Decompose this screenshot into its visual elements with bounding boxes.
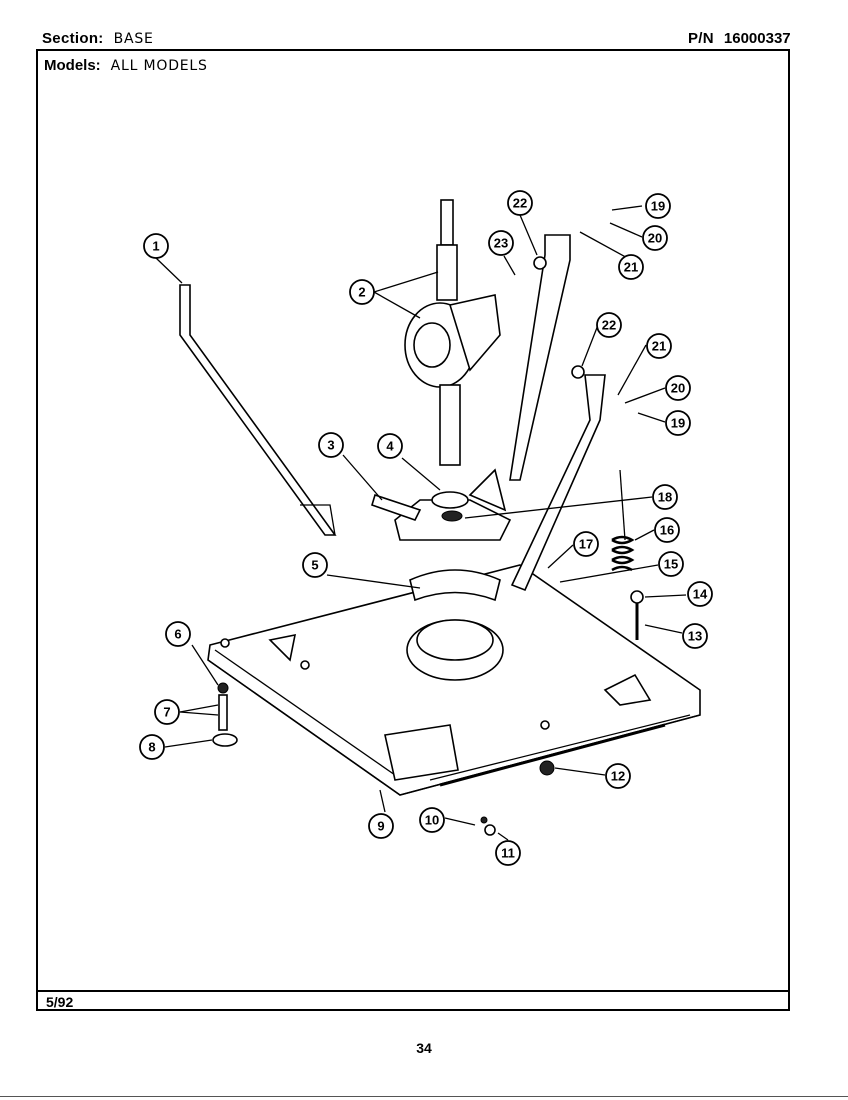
svg-text:18: 18 [658, 490, 672, 505]
svg-text:11: 11 [501, 846, 515, 861]
svg-text:9: 9 [377, 819, 384, 834]
callout-22b: 22 [596, 312, 622, 338]
right-legs-drawing [509, 234, 606, 592]
section-heading: Section: BASE [42, 30, 154, 47]
hub-assembly-drawing [371, 468, 512, 541]
svg-text:17: 17 [579, 537, 593, 552]
callout-20: 20 [642, 225, 668, 251]
callout-22: 22 [507, 190, 533, 216]
svg-text:5: 5 [311, 558, 318, 573]
callout-21b: 21 [646, 333, 672, 359]
callout-3: 3 [318, 432, 344, 458]
svg-text:22: 22 [513, 196, 527, 211]
svg-text:21: 21 [652, 339, 666, 354]
footer-divider [38, 990, 788, 992]
callout-11: 11 [495, 840, 521, 866]
revision-date: 5/92 [46, 994, 74, 1010]
svg-text:15: 15 [664, 557, 678, 572]
callout-23: 23 [488, 230, 514, 256]
page-number: 34 [416, 1040, 432, 1056]
svg-text:2: 2 [358, 285, 365, 300]
callout-10: 10 [419, 807, 445, 833]
spring-drawing [611, 469, 644, 640]
callout-20b: 20 [665, 375, 691, 401]
svg-text:22: 22 [602, 318, 616, 333]
callout-7: 7 [154, 699, 180, 725]
pn-label: P/N [688, 30, 714, 47]
callout-19b: 19 [665, 410, 691, 436]
models-label: Models: [44, 57, 101, 74]
transmission-drawing [404, 199, 501, 466]
svg-text:12: 12 [611, 769, 625, 784]
svg-text:21: 21 [624, 260, 638, 275]
foot-hardware-drawing [212, 682, 555, 836]
svg-text:23: 23 [494, 236, 508, 251]
section-value: BASE [113, 31, 154, 47]
ring-drawing [409, 569, 501, 602]
svg-text:19: 19 [671, 416, 685, 431]
callout-4: 4 [377, 433, 403, 459]
section-label: Section: [42, 30, 104, 47]
pn-value: 16000337 [723, 30, 791, 47]
bottom-edge-rule [0, 1096, 848, 1097]
callout-18: 18 [652, 484, 678, 510]
svg-text:10: 10 [425, 813, 439, 828]
leader-lines [155, 205, 687, 841]
svg-text:20: 20 [671, 381, 685, 396]
callout-16: 16 [654, 517, 680, 543]
base-plate-drawing [207, 564, 701, 796]
callout-13: 13 [682, 623, 708, 649]
svg-text:16: 16 [660, 523, 674, 538]
svg-text:13: 13 [688, 629, 702, 644]
left-leg-drawing [179, 284, 337, 536]
callout-8: 8 [139, 734, 165, 760]
callout-21: 21 [618, 254, 644, 280]
callout-17: 17 [573, 531, 599, 557]
svg-text:1: 1 [152, 239, 159, 254]
models-heading: Models: ALL MODELS [44, 57, 208, 74]
svg-text:14: 14 [693, 587, 708, 602]
diagram-frame: Models: ALL MODELS 5/92 [36, 49, 790, 1011]
svg-text:8: 8 [148, 740, 155, 755]
callout-19: 19 [645, 193, 671, 219]
callout-15: 15 [658, 551, 684, 577]
svg-text:6: 6 [174, 627, 181, 642]
part-number-heading: P/N 16000337 [688, 30, 791, 47]
callout-5: 5 [302, 552, 328, 578]
svg-text:19: 19 [651, 199, 665, 214]
svg-text:3: 3 [327, 438, 334, 453]
models-value: ALL MODELS [110, 58, 208, 74]
svg-text:4: 4 [386, 439, 394, 454]
callout-14: 14 [687, 581, 713, 607]
svg-text:20: 20 [648, 231, 662, 246]
callout-9: 9 [368, 813, 394, 839]
svg-text:7: 7 [163, 705, 170, 720]
callout-1: 1 [143, 233, 169, 259]
callout-12: 12 [605, 763, 631, 789]
callout-2: 2 [349, 279, 375, 305]
callout-6: 6 [165, 621, 191, 647]
